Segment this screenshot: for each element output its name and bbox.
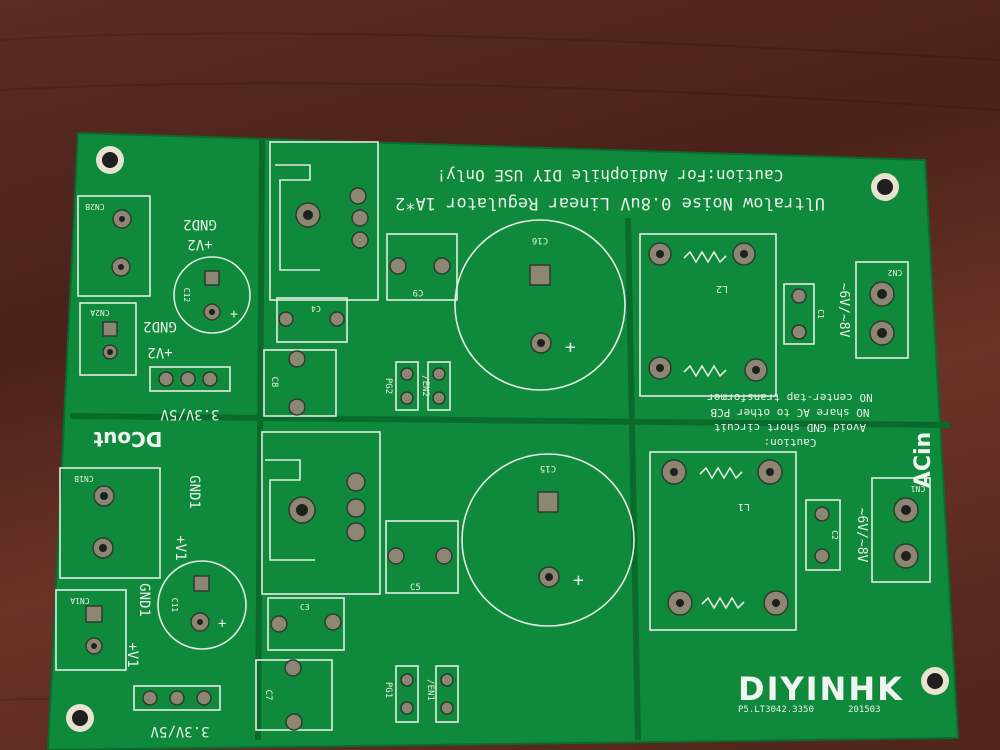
capacitor-c1: C1 bbox=[783, 283, 825, 345]
connector-cn2a: CN2A bbox=[79, 302, 137, 376]
connector-cn2: CN2 bbox=[855, 261, 909, 359]
svg-text:C5: C5 bbox=[410, 583, 421, 593]
connector-cn2b: CN2B bbox=[77, 195, 151, 297]
svg-text:CN1A: CN1A bbox=[70, 596, 89, 605]
brand-logo: DIYINHK bbox=[738, 670, 904, 708]
svg-text:+: + bbox=[573, 570, 584, 591]
svg-text:3.3V/5V: 3.3V/5V bbox=[150, 723, 210, 739]
capacitor-c7: C7 bbox=[255, 659, 333, 731]
caution-ac-line-2: NO share AC to other PCB bbox=[710, 406, 869, 419]
svg-text:+: + bbox=[218, 616, 226, 632]
pg-en-top: PG2 /EN2 bbox=[383, 361, 451, 411]
connector-cn1b: CN1B bbox=[59, 467, 161, 579]
board-title: Ultralow Noise 0.8uV Linear Regulator 1A… bbox=[395, 193, 825, 213]
svg-text:C7: C7 bbox=[263, 690, 273, 701]
svg-text:/EN2: /EN2 bbox=[420, 375, 430, 397]
regulator-top bbox=[269, 141, 379, 301]
inductor-l1: L1 bbox=[649, 451, 797, 631]
connector-cn1: CN1 bbox=[871, 477, 931, 583]
capacitor-c15: C15 + bbox=[461, 453, 635, 627]
pg-en-bottom: PG1 /EN1 bbox=[383, 665, 459, 723]
caution-ac-line-3: NO center-tap transformer bbox=[707, 391, 873, 404]
svg-text:/EN1: /EN1 bbox=[425, 679, 435, 701]
ac-voltage-top: ~6V/~8V bbox=[836, 283, 851, 338]
caution-ac-line-1: Avoid GND short circuit bbox=[714, 421, 866, 434]
date-code: 201503 bbox=[848, 705, 881, 715]
rail-v2-mid: +V2 bbox=[147, 344, 172, 360]
jumper-top: 3.3V/5V bbox=[149, 366, 231, 422]
svg-text:CN1B: CN1B bbox=[74, 474, 93, 483]
dcout-label: DCout bbox=[93, 427, 162, 451]
svg-text:C9: C9 bbox=[413, 287, 424, 297]
svg-text:CN1: CN1 bbox=[911, 484, 926, 493]
capacitor-c4: C4 bbox=[276, 297, 348, 343]
svg-text:C8: C8 bbox=[269, 377, 279, 388]
capacitor-c12: C12 + bbox=[173, 256, 251, 334]
capacitor-c8: C8 bbox=[263, 349, 337, 417]
rail-v1-b: +V1 bbox=[124, 642, 140, 667]
rail-gnd2-top: GND2 bbox=[183, 216, 217, 232]
rail-v1-a: +V1 bbox=[172, 535, 188, 560]
rail-gnd2-mid: GND2 bbox=[143, 318, 177, 334]
capacitor-c9: C9 bbox=[386, 233, 458, 301]
rail-v2-top: +V2 bbox=[187, 236, 212, 252]
capacitor-c2: C2 bbox=[805, 499, 841, 571]
ac-voltage-bottom: ~6V/~8V bbox=[854, 508, 869, 563]
svg-text:C4: C4 bbox=[311, 304, 321, 313]
connector-cn1a: CN1A bbox=[55, 589, 127, 671]
capacitor-c5: C5 bbox=[385, 520, 459, 594]
capacitor-c11: C11 + bbox=[157, 560, 247, 650]
regulator-bottom bbox=[261, 431, 381, 595]
section-dividers bbox=[69, 139, 951, 741]
svg-text:C2: C2 bbox=[830, 530, 839, 540]
capacitor-c16: C16 + bbox=[454, 219, 626, 391]
svg-text:L2: L2 bbox=[716, 283, 728, 294]
svg-text:3.3V/5V: 3.3V/5V bbox=[160, 406, 220, 422]
svg-text:C12: C12 bbox=[182, 288, 191, 303]
caution-main: Caution:For Audiophile DIY USE Only! bbox=[437, 166, 784, 185]
svg-text:C15: C15 bbox=[540, 463, 556, 473]
svg-text:C3: C3 bbox=[300, 603, 310, 612]
svg-text:PG2: PG2 bbox=[383, 378, 393, 394]
acin-label: ACin bbox=[911, 432, 936, 488]
svg-text:CN2: CN2 bbox=[888, 268, 903, 277]
svg-text:PG1: PG1 bbox=[383, 682, 393, 698]
mounting-holes bbox=[66, 146, 949, 732]
caution-ac-title: Caution: bbox=[764, 436, 817, 449]
pcb-board bbox=[46, 131, 960, 750]
svg-text:+: + bbox=[230, 307, 238, 322]
svg-text:C1: C1 bbox=[816, 309, 825, 319]
part-number: P5.LT3042.3350 bbox=[738, 705, 814, 715]
capacitor-c3: C3 bbox=[267, 597, 345, 651]
inductor-l2: L2 bbox=[639, 233, 777, 397]
svg-text:+: + bbox=[565, 337, 576, 358]
rail-gnd1-a: GND1 bbox=[186, 475, 202, 509]
rail-gnd1-b: GND1 bbox=[136, 583, 152, 617]
jumper-bottom: 3.3V/5V bbox=[133, 685, 221, 739]
svg-text:C16: C16 bbox=[532, 235, 548, 245]
svg-text:L1: L1 bbox=[738, 501, 750, 512]
svg-text:CN2A: CN2A bbox=[90, 308, 109, 317]
svg-text:CN2B: CN2B bbox=[85, 202, 104, 211]
svg-text:C11: C11 bbox=[170, 598, 179, 613]
